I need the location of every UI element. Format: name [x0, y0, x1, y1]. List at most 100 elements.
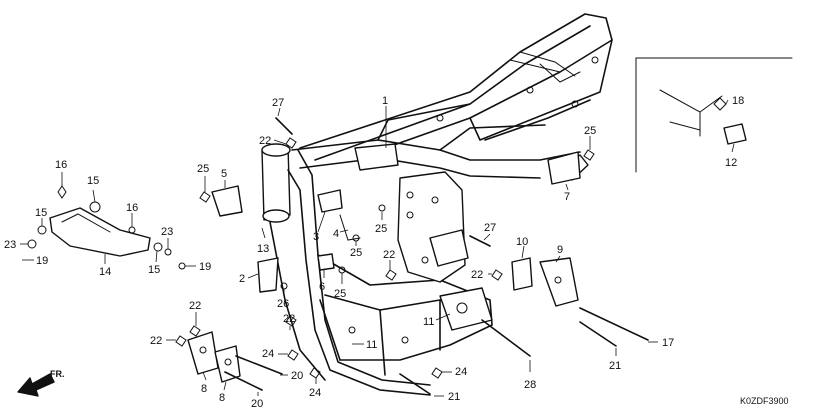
callout-25-center-a-label: 25	[375, 223, 387, 235]
callout-24-lower: 24	[309, 367, 321, 399]
inset-detail	[635, 57, 793, 173]
callout-20-upper-label: 20	[291, 370, 303, 382]
callout-25-left-label: 25	[197, 163, 209, 175]
callout-22-bottom-left-b: 22	[150, 335, 187, 347]
callout-15-left: 15	[35, 207, 47, 235]
callout-25-lower-label: 25	[334, 288, 346, 300]
callout-26: 26	[277, 282, 289, 310]
callout-19-left: 19	[22, 255, 48, 267]
callout-5: 5	[211, 168, 243, 217]
callout-8-left: 8	[187, 331, 219, 395]
callout-11-upper: 11	[423, 313, 451, 328]
callout-22-bottom-left-b-label: 22	[150, 335, 162, 347]
callout-21-right-label: 21	[609, 360, 621, 372]
callout-15-top: 15	[87, 175, 101, 213]
callout-26-label: 26	[277, 298, 289, 310]
callout-24-lower-label: 24	[309, 387, 321, 399]
callout-21-bottom-label: 21	[448, 391, 460, 403]
callout-22-below-center: 22	[283, 313, 297, 330]
callout-18-label: 18	[732, 95, 744, 107]
callout-12-label: 12	[725, 157, 737, 169]
callout-13: 13	[257, 227, 269, 255]
callout-27-top: 27	[272, 97, 293, 135]
callout-15-left-label: 15	[35, 207, 47, 219]
callout-20-lower-label: 20	[251, 398, 263, 410]
callout-22-center: 22	[383, 249, 397, 281]
callout-7: 7	[547, 151, 581, 203]
callout-27-top-label: 27	[272, 97, 284, 109]
callout-8-right: 8	[214, 345, 241, 404]
callout-27-right-label: 27	[484, 222, 496, 234]
callout-17: 17	[579, 307, 674, 349]
callout-25-center-b-label: 25	[350, 247, 362, 259]
callout-3: 3	[313, 189, 343, 243]
callout-2: 2	[239, 257, 279, 293]
callout-22-bottom-left-a: 22	[189, 300, 201, 337]
callout-22-top-left: 22	[259, 135, 297, 149]
callout-22-right: 22	[471, 269, 503, 281]
callout-11-lower: 11	[352, 339, 377, 351]
callout-23-left: 23	[4, 239, 37, 251]
callout-16-right-label: 16	[126, 202, 138, 214]
callout-14-label: 14	[99, 266, 111, 278]
callout-25-center-a: 25	[375, 204, 387, 235]
callout-25-lower: 25	[334, 266, 346, 300]
callout-8-right-label: 8	[219, 392, 225, 404]
callout-22-bottom-left-a-label: 22	[189, 300, 201, 312]
front-direction-label: FR.	[50, 369, 65, 379]
callout-1-label: 1	[382, 95, 388, 107]
callout-5-label: 5	[221, 168, 227, 180]
callout-20-upper: 20	[235, 355, 303, 382]
callout-12: 12	[723, 123, 747, 169]
callout-22-right-label: 22	[471, 269, 483, 281]
callout-19-right: 19	[178, 261, 211, 273]
callout-6: 6	[317, 253, 335, 293]
callout-16-left: 16	[55, 159, 67, 199]
callout-22-below-center-label: 22	[283, 313, 295, 325]
callout-21-bottom: 21	[399, 373, 460, 403]
callout-14: 14	[49, 207, 151, 278]
callout-27-right: 27	[469, 222, 496, 247]
main-frame-drawing	[261, 13, 613, 396]
callout-16-left-label: 16	[55, 159, 67, 171]
callout-11-lower-label: 11	[366, 339, 377, 351]
callout-15-right-label: 15	[148, 264, 160, 276]
callout-10: 10	[511, 236, 533, 291]
callout-25-right: 25	[583, 125, 596, 161]
callout-3-label: 3	[313, 231, 319, 243]
callout-7-label: 7	[564, 191, 570, 203]
callout-23-right: 23	[161, 226, 173, 256]
callout-9-label: 9	[557, 244, 563, 256]
callout-2-label: 2	[239, 273, 245, 285]
callout-8-left-label: 8	[201, 383, 207, 395]
callout-28: 28	[481, 319, 536, 391]
callout-16-right: 16	[126, 202, 138, 234]
callout-1: 1	[382, 95, 388, 148]
callout-15-top-label: 15	[87, 175, 99, 187]
callout-23-left-label: 23	[4, 239, 16, 251]
callout-24-right-label: 24	[455, 366, 467, 378]
callout-20-lower: 20	[224, 371, 263, 410]
callout-25-right-label: 25	[584, 125, 596, 137]
callout-17-label: 17	[662, 337, 674, 349]
callout-18: 18	[713, 95, 744, 111]
callout-15-right: 15	[148, 242, 163, 276]
callout-24-right: 24	[431, 366, 467, 379]
callout-28-label: 28	[524, 379, 536, 391]
callout-24-left-label: 24	[262, 348, 274, 360]
callout-13-label: 13	[257, 243, 269, 255]
diagram-code: K0ZDF3900	[740, 396, 789, 406]
callout-6-label: 6	[319, 281, 325, 293]
callout-22-center-label: 22	[383, 249, 395, 261]
front-direction-arrow: FR.	[17, 369, 65, 397]
callout-25-center-b: 25	[350, 234, 362, 259]
callout-4-label: 4	[333, 228, 339, 240]
callout-25-left: 25	[197, 163, 211, 203]
callout-22-top-left-label: 22	[259, 135, 271, 147]
callout-24-left: 24	[262, 348, 299, 361]
callout-10-label: 10	[516, 236, 528, 248]
callout-19-right-label: 19	[199, 261, 211, 273]
callout-21-right: 21	[579, 321, 621, 372]
